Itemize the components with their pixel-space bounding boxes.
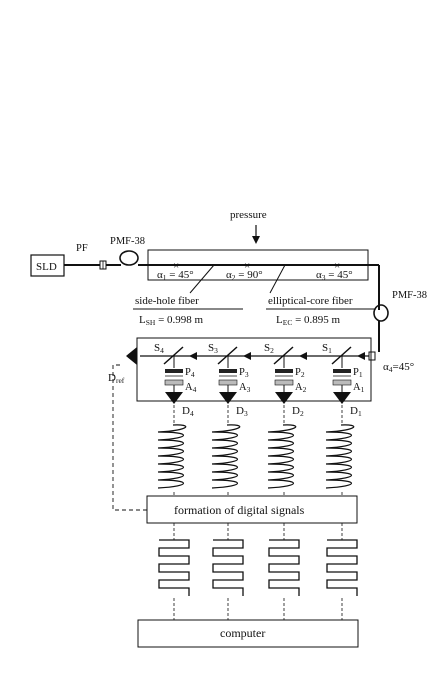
computer-box bbox=[137, 619, 359, 648]
elliptical-label: elliptical-core fiber bbox=[268, 295, 353, 307]
beam-arrow bbox=[357, 352, 365, 360]
pressure-label: pressure bbox=[230, 209, 267, 221]
analyzer-label-2: A2 bbox=[295, 382, 307, 394]
splice-x-icon: × bbox=[244, 260, 250, 272]
polarizer-label-2: P2 bbox=[295, 367, 305, 379]
dref-label: Dref bbox=[108, 372, 125, 385]
analog-signal-3 bbox=[211, 424, 241, 489]
analyzer-3 bbox=[218, 379, 238, 386]
polarizer-1 bbox=[333, 369, 351, 373]
analog-signal-4 bbox=[157, 424, 187, 489]
detector-3-icon bbox=[219, 392, 237, 404]
splitter-2 bbox=[273, 346, 294, 365]
splitter-4 bbox=[163, 346, 184, 365]
pmf-top-label: PMF-38 bbox=[110, 236, 145, 247]
lec-label: LEC = 0.895 m bbox=[276, 314, 341, 327]
detector-1-icon bbox=[333, 392, 351, 404]
pf-label: PF bbox=[76, 243, 88, 254]
polarizer-4 bbox=[165, 369, 183, 373]
splitter-label-3: S3 bbox=[208, 342, 218, 355]
analyzer-1 bbox=[332, 379, 352, 386]
alpha3-label: α3 = 45° bbox=[316, 269, 353, 282]
beam-arrow bbox=[189, 352, 197, 360]
pmf-right-label: PMF-38 bbox=[392, 290, 427, 301]
analyzer-label-4: A4 bbox=[185, 382, 197, 394]
polarizer-label-1: P1 bbox=[353, 367, 363, 379]
dref-detector-icon bbox=[126, 347, 137, 365]
digital-signal-1 bbox=[326, 539, 358, 596]
analyzer-label-1: A1 bbox=[353, 382, 365, 394]
analyzer-4 bbox=[164, 379, 184, 386]
alpha2-label: α2 = 90° bbox=[226, 269, 263, 282]
digital-signal-2 bbox=[268, 539, 300, 596]
polarizer-label-4: P4 bbox=[185, 367, 195, 379]
lsh-label: LSH = 0.998 m bbox=[139, 314, 204, 327]
analyzer-2 bbox=[274, 379, 294, 386]
detector-label-1: D1 bbox=[350, 405, 362, 418]
formation-label: formation of digital signals bbox=[174, 503, 305, 517]
polarizer-label-3: P3 bbox=[239, 367, 249, 379]
splitter-label-4: S4 bbox=[154, 342, 164, 355]
beam-arrow bbox=[299, 352, 307, 360]
formation-box bbox=[146, 495, 358, 524]
side-hole-label: side-hole fiber bbox=[135, 295, 199, 307]
sld-label: SLD bbox=[36, 261, 57, 273]
splitter-label-1: S1 bbox=[322, 342, 332, 355]
analyzer-label-3: A3 bbox=[239, 382, 251, 394]
detector-label-2: D2 bbox=[292, 405, 304, 418]
detector-4-icon bbox=[165, 392, 183, 404]
reference-dashed-line bbox=[112, 364, 147, 511]
polarizer-3 bbox=[219, 369, 237, 373]
digital-signal-3 bbox=[212, 539, 244, 596]
polarizer-2 bbox=[275, 369, 293, 373]
analog-signal-1 bbox=[325, 424, 355, 489]
lens-icon bbox=[368, 351, 376, 361]
detector-2-icon bbox=[275, 392, 293, 404]
beam-arrow bbox=[243, 352, 251, 360]
digital-signal-4 bbox=[158, 539, 190, 596]
splitter-1 bbox=[331, 346, 352, 365]
splice-x-icon: × bbox=[173, 260, 179, 272]
detector-label-3: D3 bbox=[236, 405, 248, 418]
pmf-coil-right-icon bbox=[373, 304, 389, 322]
detection-box bbox=[136, 337, 372, 402]
splitter-3 bbox=[217, 346, 238, 365]
analog-signal-2 bbox=[267, 424, 297, 489]
alpha1-label: α1 = 45° bbox=[157, 269, 194, 282]
detector-label-4: D4 bbox=[182, 405, 194, 418]
splice-x-icon: × bbox=[334, 260, 340, 272]
alpha4-label: α4=45° bbox=[383, 361, 414, 374]
pmf-coil-icon bbox=[119, 250, 139, 266]
splitter-label-2: S2 bbox=[264, 342, 274, 355]
computer-label: computer bbox=[220, 626, 265, 640]
